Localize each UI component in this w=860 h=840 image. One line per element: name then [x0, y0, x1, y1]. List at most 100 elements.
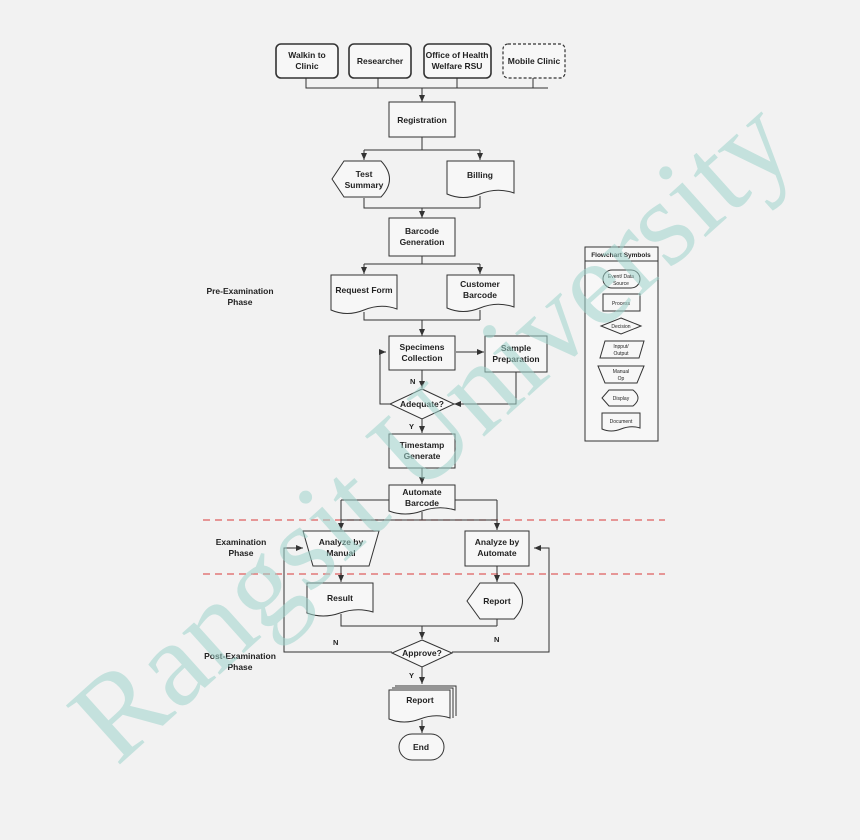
document-result: Result: [306, 582, 374, 617]
legend-process-symbol: Process: [602, 293, 641, 312]
label-line: Collection: [401, 353, 442, 363]
label-line: Billing: [467, 170, 493, 180]
label-line: Sample: [501, 343, 532, 353]
label-line: Decision: [611, 324, 630, 330]
label-line: Automate: [477, 548, 516, 558]
label-line: Result: [327, 593, 353, 603]
label-line: Phase: [227, 297, 252, 307]
label-line: Barcode: [405, 498, 439, 508]
label-line: Test: [356, 169, 373, 179]
svg-text:Researcher: Researcher: [357, 56, 404, 66]
label-line: Generation: [400, 237, 445, 247]
watermark-text: Rangsit University: [45, 72, 818, 787]
svg-text:Inpput/Output: Inpput/Output: [613, 344, 629, 357]
svg-text:Approve?: Approve?: [402, 648, 442, 658]
edge-label-n-adequate: N: [410, 377, 415, 386]
edge-label-y-adequate: Y: [409, 422, 414, 431]
label-line: Event/ Data: [608, 274, 634, 280]
label-line: Analyze by: [475, 537, 520, 547]
label-line: Mobile Clinic: [508, 56, 561, 66]
edge-label-n-manual: N: [333, 638, 338, 647]
label-line: Automate: [402, 487, 441, 497]
label-line: Barcode: [463, 290, 497, 300]
connectors: [283, 78, 550, 733]
label-line: Report: [483, 596, 511, 606]
label-line: End: [413, 742, 429, 752]
svg-text:End: End: [413, 742, 429, 752]
label-line: Process: [612, 301, 631, 307]
label-line: Report: [406, 695, 434, 705]
label-line: Welfare RSU: [432, 61, 483, 71]
legend-decision-symbol: Decision: [599, 317, 643, 335]
legend-document-symbol: Document: [601, 412, 641, 432]
label-line: Preparation: [492, 354, 539, 364]
label-line: Inpput/: [613, 344, 629, 350]
svg-text:Decision: Decision: [611, 324, 630, 330]
svg-text:Document: Document: [610, 419, 633, 425]
label-line: Post-Examination: [204, 651, 276, 661]
label-line: Walkin to: [288, 50, 325, 60]
label-line: Generate: [404, 451, 441, 461]
label-line: Specimens: [400, 342, 445, 352]
svg-text:Process: Process: [612, 301, 631, 307]
label-line: Display: [613, 396, 630, 402]
multi-document-report: Report: [388, 685, 457, 723]
document-request-form: Request Form: [330, 274, 398, 314]
legend-io-symbol: Inpput/Output: [599, 340, 645, 359]
label-line: Timestamp: [400, 440, 445, 450]
label-line: Output: [613, 351, 629, 357]
edge-label-n-automate: N: [494, 635, 499, 644]
label-line: Phase: [228, 548, 253, 558]
svg-text:Registration: Registration: [397, 115, 447, 125]
terminator-end: End: [398, 733, 445, 761]
label-line: Adequate?: [400, 399, 444, 409]
svg-text:Display: Display: [613, 396, 630, 402]
svg-text:Request Form: Request Form: [335, 285, 393, 295]
legend-title: Flowchart Symbols: [591, 252, 651, 259]
label-line: Examination: [216, 537, 267, 547]
label-line: Request Form: [335, 285, 393, 295]
label-line: Researcher: [357, 56, 404, 66]
process-registration: Registration: [388, 101, 456, 138]
label-line: Office of Health: [426, 50, 489, 60]
decision-adequate: Adequate?: [388, 388, 456, 420]
label-line: Analyze by: [319, 537, 364, 547]
label-line: Registration: [397, 115, 447, 125]
svg-text:Report: Report: [483, 596, 511, 606]
svg-text:Mobile Clinic: Mobile Clinic: [508, 56, 561, 66]
label-line: Clinic: [295, 61, 318, 71]
svg-text:Result: Result: [327, 593, 353, 603]
label-line: Barcode: [405, 226, 439, 236]
